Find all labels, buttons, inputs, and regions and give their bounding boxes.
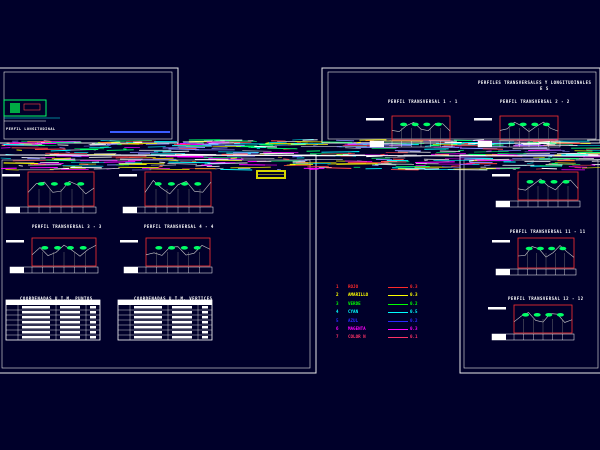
cross-section-8 bbox=[492, 237, 577, 276]
cross-section-7 bbox=[492, 171, 581, 208]
site-plan-thumbnail bbox=[3, 99, 60, 122]
legend-number: 4 bbox=[336, 309, 339, 315]
cross-section-9 bbox=[488, 304, 575, 341]
sheet-frame-bottom-right bbox=[459, 154, 600, 374]
cross-section-1 bbox=[366, 115, 453, 148]
legend-line-weight: 0.3 bbox=[410, 292, 418, 298]
cross-section-3 bbox=[2, 171, 97, 214]
sheet-frame-top-right bbox=[321, 67, 600, 144]
table-title-2: COORDENADAS U.T.M. VERTICES bbox=[134, 296, 213, 301]
legend-number: 2 bbox=[336, 292, 339, 298]
profile-label-4: PERFIL TRANSVERSAL 4 - 4 bbox=[144, 224, 214, 229]
legend-line-weight: 0.2 bbox=[410, 317, 418, 323]
cross-section-6 bbox=[120, 237, 213, 274]
cross-section-5 bbox=[6, 237, 99, 274]
legend-number: 7 bbox=[336, 334, 339, 340]
legend-color-name: AMARILLO bbox=[348, 292, 369, 298]
legend-line-sample bbox=[388, 329, 408, 330]
inner-frame-bottom-left bbox=[1, 159, 311, 369]
cross-section-profiles bbox=[2, 115, 581, 341]
legend-line-weight: 0.2 bbox=[410, 300, 418, 306]
cross-section-2 bbox=[474, 115, 561, 148]
legend-color-name: CYAN bbox=[348, 309, 359, 315]
legend-line-sample bbox=[388, 303, 408, 305]
longitudinal-profile-strip bbox=[0, 131, 600, 171]
legend-line-weight: 0.3 bbox=[410, 284, 418, 289]
table-title-1: COORDENADAS U.T.M. PUNTOS bbox=[20, 296, 93, 301]
legend-number: 6 bbox=[336, 326, 339, 331]
legend-line-sample bbox=[388, 312, 408, 314]
legend-line-weight: 0.3 bbox=[410, 326, 418, 331]
legend-color-name: MAGENTA bbox=[348, 326, 366, 331]
profile-label-1: PERFIL TRANSVERSAL 1 - 1 bbox=[388, 99, 458, 104]
profile-label-12: PERFIL TRANSVERSAL 12 - 12 bbox=[508, 296, 584, 301]
sheet-frame-top-left bbox=[0, 67, 179, 144]
legend-number: 1 bbox=[336, 284, 339, 289]
legend-line-sample bbox=[388, 337, 408, 339]
legend-color-name: VERDE bbox=[348, 300, 361, 306]
legend-line-weight: 0.1 bbox=[410, 334, 418, 340]
legend-line-weight: 0.5 bbox=[410, 309, 418, 315]
inner-frame-top-right bbox=[327, 71, 597, 140]
right-sheet-title: PERFILES TRANSVERSALES Y LONGITUDINALES bbox=[478, 80, 592, 85]
legend-color-name: ROJO bbox=[348, 284, 359, 289]
coordinate-table-1 bbox=[5, 299, 101, 341]
yellow-stamp bbox=[256, 170, 286, 179]
legend-number: 3 bbox=[336, 300, 339, 306]
cross-section-4 bbox=[119, 171, 214, 214]
legend-line-sample bbox=[388, 295, 408, 297]
legend-line-sample bbox=[388, 320, 408, 322]
legend-color-name: AZUL bbox=[348, 317, 359, 323]
profile-label-2: PERFIL TRANSVERSAL 2 - 2 bbox=[500, 99, 570, 104]
coordinate-tables bbox=[5, 299, 213, 341]
legend-number: 5 bbox=[336, 317, 339, 323]
legend-line-sample bbox=[388, 287, 408, 288]
legend-color-name: COLOR N bbox=[348, 334, 366, 340]
profile-label-11: PERFIL TRANSVERSAL 11 - 11 bbox=[510, 229, 586, 234]
left-sheet-caption: PERFIL LONGITUDINAL bbox=[6, 127, 56, 131]
right-sheet-subtitle: E S bbox=[540, 86, 549, 91]
coordinate-table-2 bbox=[117, 299, 213, 341]
profile-label-3: PERFIL TRANSVERSAL 3 - 3 bbox=[32, 224, 102, 229]
